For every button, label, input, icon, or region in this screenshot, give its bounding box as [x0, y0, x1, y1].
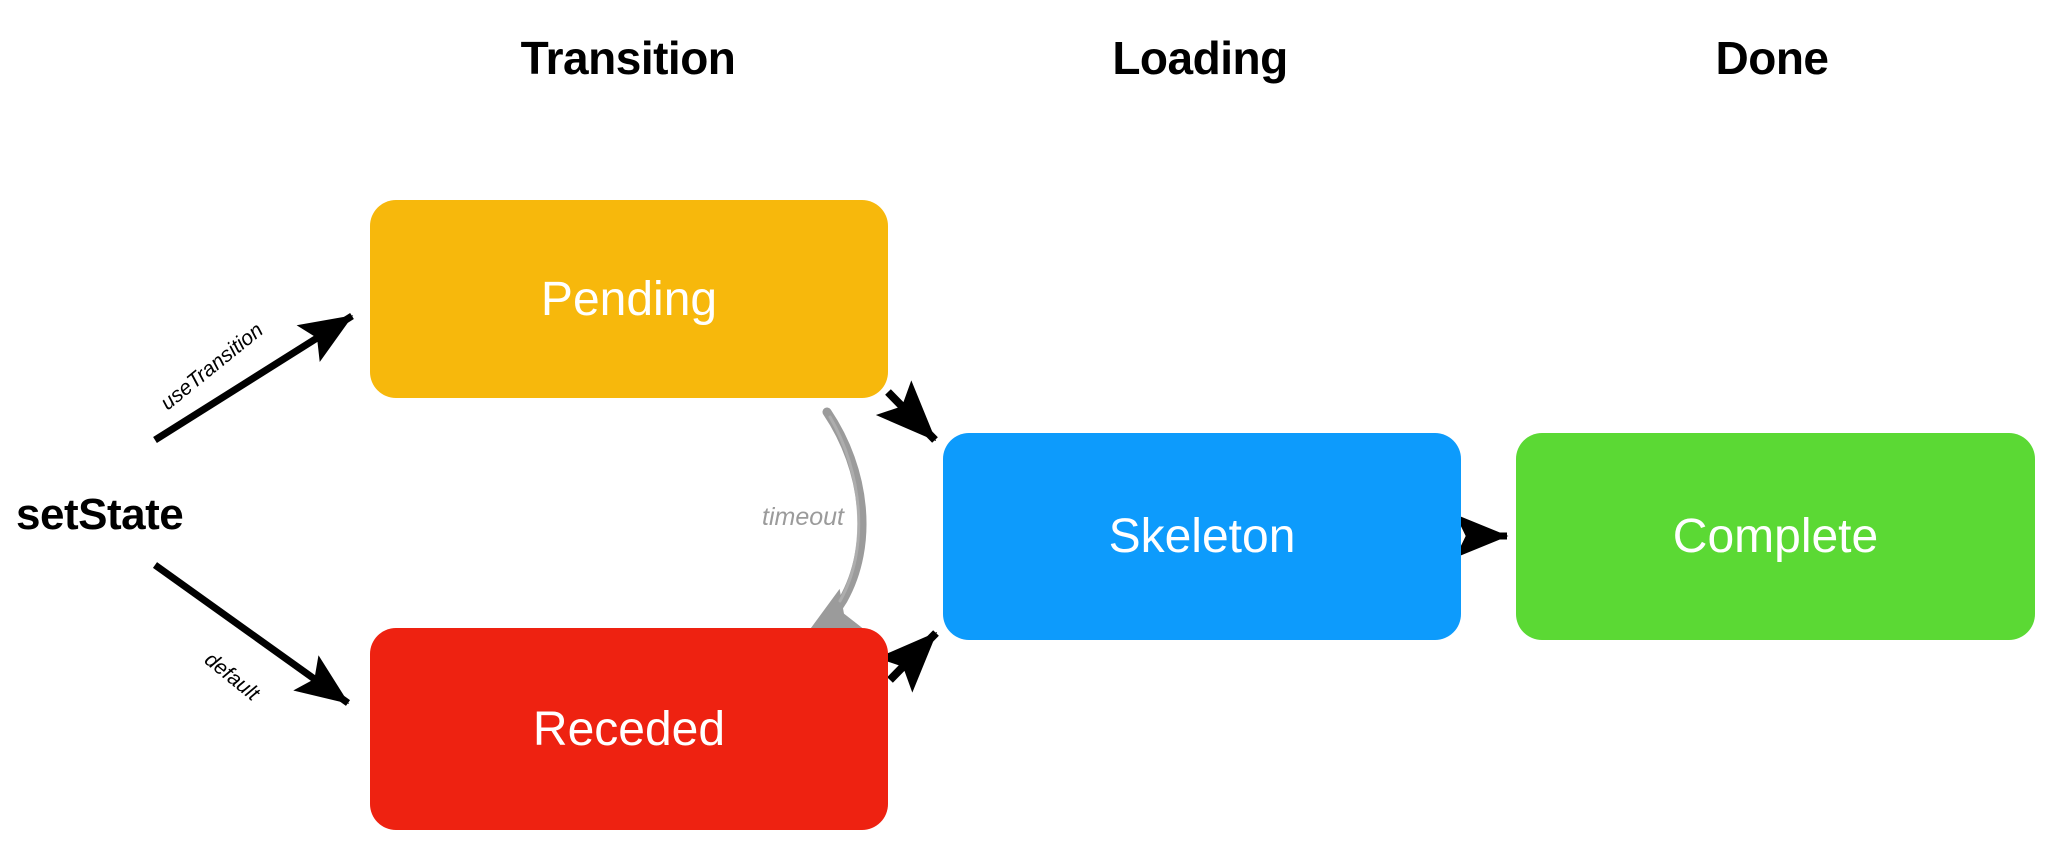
state-node-skeleton[interactable]: Skeleton: [943, 433, 1461, 640]
state-node-receded-label: Receded: [532, 702, 726, 756]
state-node-skeleton-label: Skeleton: [1108, 510, 1296, 563]
state-node-pending-label: Pending: [540, 272, 718, 326]
state-node-complete[interactable]: Complete: [1516, 433, 2035, 640]
state-node-receded[interactable]: Receded: [370, 628, 888, 830]
edge-receded-to-skeleton: [876, 630, 939, 693]
column-header-loading: Loading: [1112, 32, 1288, 84]
state-node-complete-label: Complete: [1672, 510, 1879, 563]
column-header-transition: Transition: [520, 32, 736, 84]
column-header-done: Done: [1715, 32, 1830, 84]
edge-label-timeout: timeout: [762, 503, 844, 531]
edge-label-default: default: [200, 647, 264, 706]
edge-label-usetransition: useTransition: [156, 318, 268, 415]
edge-pending-to-skeleton: [875, 380, 938, 443]
state-node-pending[interactable]: Pending: [370, 200, 888, 398]
source-label-setstate: setState: [16, 490, 184, 539]
